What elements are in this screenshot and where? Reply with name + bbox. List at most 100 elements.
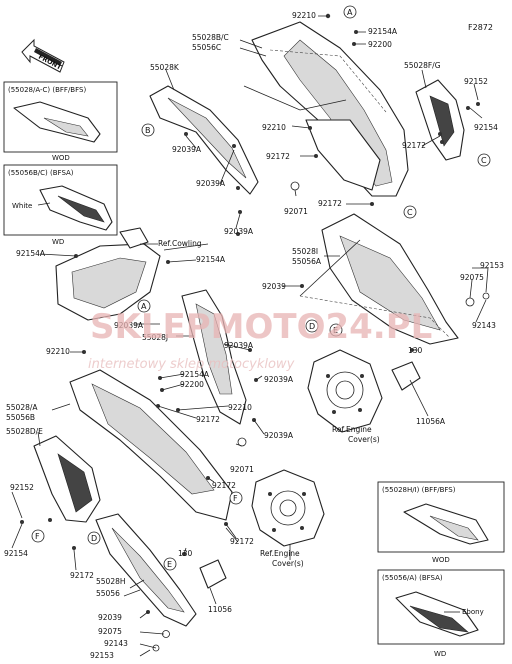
part-label: 92153 — [90, 651, 114, 660]
callout-f-left: F — [31, 529, 45, 543]
part-label: 92210 — [228, 403, 252, 412]
inset-1: (55028/A-C) (BFF/BFS) WOD — [3, 81, 118, 162]
callout-b-top: B — [141, 123, 155, 137]
inset-2: (55056B/C) (BFSA) White WD — [3, 164, 118, 246]
svg-text:D: D — [91, 534, 97, 543]
svg-text:D: D — [309, 322, 315, 331]
part-label: 11056 — [208, 605, 232, 614]
part-label: 55028/A — [6, 403, 38, 412]
part-label: 130 — [178, 549, 193, 558]
part-label: 92075 — [98, 627, 122, 636]
part-label: 130 — [408, 346, 423, 355]
part-label: 55056C — [192, 43, 221, 52]
part-label: 55028I — [292, 247, 318, 256]
leader-lines — [11, 15, 489, 657]
inset-3-caption: WOD — [432, 556, 450, 564]
part-label: Ref.Engine — [260, 549, 300, 558]
svg-text:E: E — [167, 560, 172, 569]
part-label: 92143 — [472, 321, 496, 330]
part-label: 92039 — [98, 613, 122, 622]
hardware-fasteners — [20, 13, 490, 652]
part-label: 92039A — [224, 227, 254, 236]
main-lower-cowl-left — [69, 289, 247, 521]
part-label: 92210 — [46, 347, 70, 356]
upper-cowl-assembly — [251, 21, 409, 197]
inset-4: (55056/A) (BFSA) Ebony WD — [377, 569, 505, 658]
part-label: 92039A — [114, 321, 144, 330]
watermark-brand: SKLEPMOTO24.PL — [90, 307, 432, 347]
part-label: 92152 — [464, 77, 488, 86]
bracket-11056a — [391, 361, 421, 391]
svg-text:B: B — [145, 126, 151, 135]
callout-c-right-1: C — [477, 153, 491, 167]
part-label: 92039A — [264, 375, 294, 384]
callout-f-low: F — [229, 491, 243, 505]
callout-d-mid: D — [305, 319, 319, 333]
inset-3-title: (55028H/I) (BFF/BFS) — [382, 486, 456, 494]
part-label: 55028H — [96, 577, 126, 586]
watermark-tagline: internetowy sklep motocyklowy — [88, 357, 295, 372]
part-label: 11056A — [416, 417, 446, 426]
part-label: 92071 — [230, 465, 254, 474]
inset-4-note: Ebony — [462, 608, 484, 616]
part-label: 55028D/E — [6, 427, 43, 436]
part-label: 92143 — [104, 639, 128, 648]
part-label: 92200 — [180, 380, 204, 389]
part-label: 92039A — [224, 341, 254, 350]
part-label: 92172 — [230, 537, 254, 546]
part-label: 92153 — [480, 261, 504, 270]
part-label: 92075 — [460, 273, 484, 282]
engine-cover-ref-2 — [251, 469, 325, 547]
part-label: 55056 — [96, 589, 120, 598]
part-label: 92200 — [368, 40, 392, 49]
part-label: 55056A — [292, 257, 322, 266]
engine-cover-ref-1 — [307, 349, 383, 433]
bracket-11056 — [199, 559, 227, 589]
inset-4-caption: WD — [434, 650, 446, 658]
part-label: 92172 — [70, 571, 94, 580]
part-label: 92154A — [180, 370, 210, 379]
inset-1-title: (55028/A-C) (BFF/BFS) — [8, 86, 86, 94]
inset-3: (55028H/I) (BFF/BFS) WOD — [377, 481, 505, 564]
part-label: 92152 — [10, 483, 34, 492]
front-arrow-icon: FRONT — [21, 38, 65, 73]
callout-a-top: A — [343, 5, 357, 19]
part-label: 92071 — [284, 207, 308, 216]
part-label: 55028F/G — [404, 61, 441, 70]
inset-2-note: White — [12, 202, 32, 210]
svg-text:A: A — [141, 302, 147, 311]
svg-text:C: C — [481, 156, 487, 165]
part-label: 92154A — [196, 255, 226, 264]
upper-side-fairing-left — [149, 85, 259, 195]
part-label: Ref.Engine — [332, 425, 372, 434]
part-label: 92039 — [262, 282, 286, 291]
figure-code: F2872 — [468, 23, 493, 32]
part-label: 55028K — [150, 63, 180, 72]
part-label: 92154 — [4, 549, 28, 558]
middle-lower-cowl — [299, 213, 459, 345]
watermark: SKLEPMOTO24.PL internetowy sklep motocyk… — [88, 307, 432, 372]
part-label: 92210 — [262, 123, 286, 132]
svg-text:A: A — [347, 8, 353, 17]
part-label: 92039A — [172, 145, 202, 154]
part-label: 92172 — [266, 152, 290, 161]
part-label: 92172 — [402, 141, 426, 150]
svg-text:F: F — [35, 532, 40, 541]
svg-text:E: E — [333, 326, 338, 335]
part-label: 92172 — [196, 415, 220, 424]
callout-e-low: E — [163, 557, 177, 571]
part-label: 92039A — [196, 179, 226, 188]
part-label: 55028B/C — [192, 33, 229, 42]
inset-2-title: (55056B/C) (BFSA) — [8, 169, 74, 177]
inset-4-title: (55056/A) (BFSA) — [382, 574, 443, 582]
part-label: Cover(s) — [272, 559, 304, 568]
svg-text:C: C — [407, 208, 413, 217]
callout-e-mid: E — [329, 323, 343, 337]
part-number-labels: 92210 92154A 92200 55028B/C 55056C 55028… — [4, 11, 504, 660]
part-label: 92154A — [368, 27, 398, 36]
part-label: 92154 — [474, 123, 498, 132]
part-label: 92210 — [292, 11, 316, 20]
part-label: 92154A — [16, 249, 46, 258]
